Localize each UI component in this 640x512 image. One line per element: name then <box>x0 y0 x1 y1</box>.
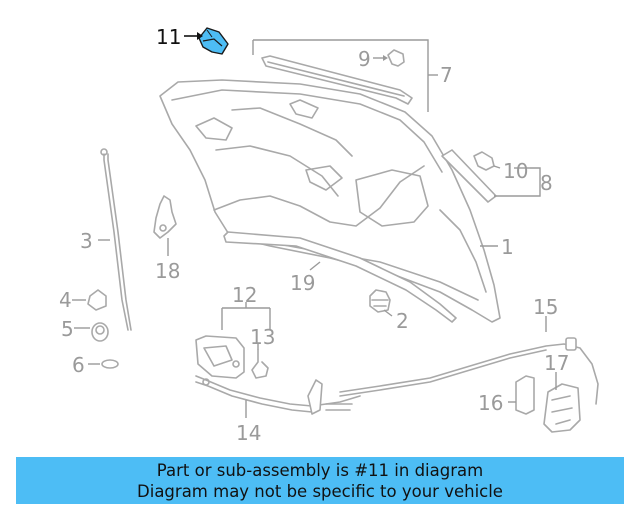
callout-1: 1 <box>501 235 514 259</box>
part-10-clip <box>473 151 501 171</box>
part-18-bracket <box>153 195 177 256</box>
callout-5: 5 <box>61 317 74 341</box>
callout-10: 10 <box>503 159 528 183</box>
banner-line-disclaimer: Diagram may not be specific to your vehi… <box>137 482 503 501</box>
callout-7: 7 <box>440 63 453 87</box>
part-14-release-cable <box>195 375 361 418</box>
callout-4: 4 <box>59 288 72 312</box>
callout-8: 8 <box>540 171 553 195</box>
part-6-plug <box>88 359 119 369</box>
callout-6: 6 <box>72 353 85 377</box>
part-13-spring <box>251 344 269 379</box>
callout-3: 3 <box>80 229 93 253</box>
callout-16: 16 <box>478 391 503 415</box>
part-3-prop-rod <box>98 148 132 331</box>
banner-line-part-number: Part or sub-assembly is #11 in diagram <box>156 461 484 480</box>
callout-17: 17 <box>544 351 569 375</box>
part-11-highlighted[interactable] <box>198 27 229 55</box>
part-12-latch <box>195 302 271 379</box>
part-2-bumper <box>369 289 393 317</box>
callout-14: 14 <box>236 421 261 445</box>
callout-11: 11 <box>156 25 181 49</box>
callout-12: 12 <box>232 283 257 307</box>
info-banner: Part or sub-assembly is #11 in diagram D… <box>16 457 624 504</box>
part-17-latch <box>543 372 581 433</box>
callout-15: 15 <box>533 295 558 319</box>
callout-9: 9 <box>358 47 371 71</box>
part-19-seal <box>223 231 457 323</box>
callout-18: 18 <box>155 259 180 283</box>
part-8-strip <box>441 149 541 203</box>
callout-13: 13 <box>250 325 275 349</box>
part-9-clip <box>373 49 405 67</box>
callout-2: 2 <box>396 309 409 333</box>
part-15-cable <box>339 316 599 405</box>
arrow-11 <box>197 32 203 40</box>
part-4-clip <box>72 289 107 311</box>
part-1-hood <box>159 79 501 323</box>
part-16-bracket <box>508 375 535 415</box>
part-5-grommet <box>74 322 109 342</box>
callout-19: 19 <box>290 271 315 295</box>
part-7-group <box>252 39 438 112</box>
